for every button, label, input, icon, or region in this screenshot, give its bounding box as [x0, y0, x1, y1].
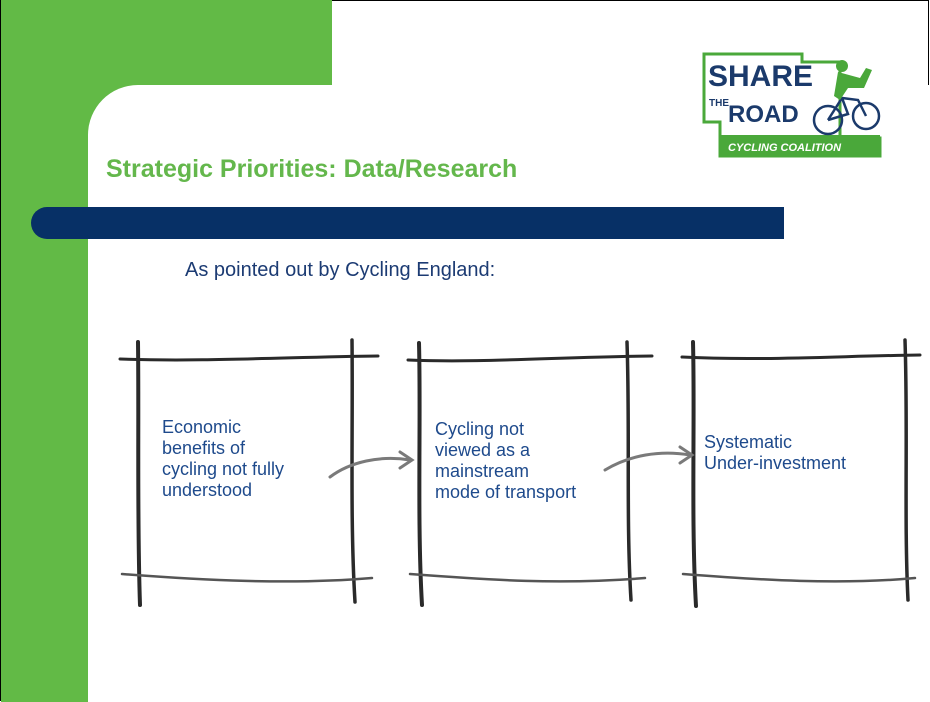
flow-box-3-line: Systematic [704, 432, 793, 452]
logo-share-text: SHARE [708, 60, 813, 93]
flow-frame-3 [680, 338, 922, 608]
flow-box-1-line: cycling not fully [162, 459, 285, 479]
logo-road-text: ROAD [728, 101, 799, 128]
title-underline-bar [31, 207, 784, 239]
flow-box-2-line: mainstream [435, 461, 530, 481]
flow-box-2-text: Cycling not viewed as a mainstream mode … [435, 419, 576, 503]
slide-subtitle: As pointed out by Cycling England: [185, 259, 496, 281]
flow-arrow-2 [603, 445, 695, 472]
cyclist-figure-icon [834, 60, 872, 100]
logo-coalition-text: CYCLING COALITION [728, 142, 842, 154]
logo-the-text: THE [709, 98, 729, 109]
flow-box-2-line: Cycling not [435, 419, 525, 439]
flow-box-2-line: mode of transport [435, 482, 577, 502]
flow-box-1-line: benefits of [162, 438, 246, 458]
flow-frame-2 [406, 340, 654, 607]
slide-title: Strategic Priorities: Data/Research [106, 155, 518, 183]
cyclist-icon [812, 96, 881, 136]
content-panel [88, 85, 930, 702]
flow-box-1-line: understood [162, 480, 253, 500]
flow-frame-1 [118, 338, 380, 607]
flow-box-1-text: Economic benefits of cycling not fully u… [162, 417, 284, 501]
flow-box-2-line: viewed as a [435, 440, 531, 460]
share-the-road-logo: SHARE THE ROAD CYCLING COALITION [690, 48, 886, 160]
flow-box-1-line: Economic [162, 417, 242, 437]
flow-box-3-line: Under-investment [704, 453, 847, 473]
flow-box-3-text: Systematic Under-investment [704, 432, 846, 474]
flow-arrow-1 [328, 450, 415, 479]
